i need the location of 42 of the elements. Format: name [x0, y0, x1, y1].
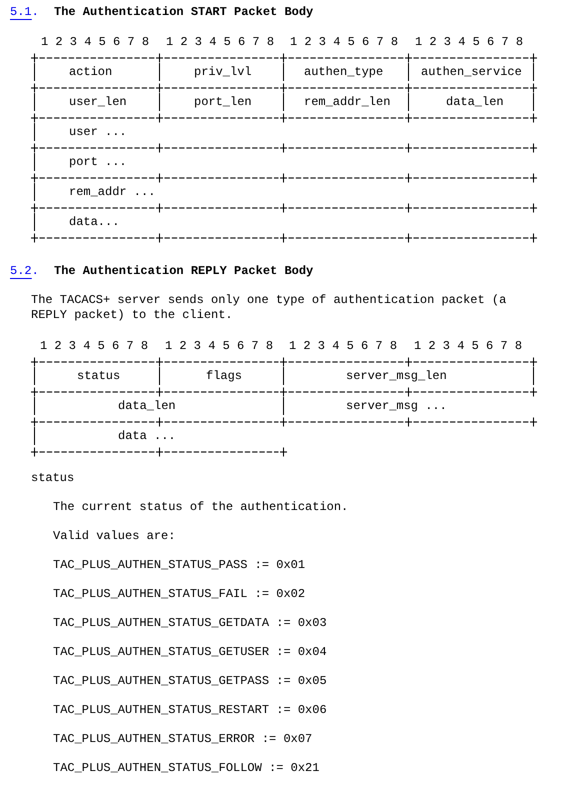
bit-numbers: 1 2 3 4 5 6 7 8 [415, 34, 524, 50]
bit-numbers: 1 2 3 4 5 6 7 8 [414, 338, 522, 354]
packet-field: authen_type [283, 63, 409, 81]
packet-field: data ... [34, 427, 284, 445]
constant-definition: TAC_PLUS_AUTHEN_STATUS_PASS := 0x01 [53, 558, 306, 572]
bit-numbers: 1 2 3 4 5 6 7 8 [165, 338, 274, 354]
bit-numbers: 1 2 3 4 5 6 7 8 [290, 34, 398, 50]
packet-field: action [34, 63, 160, 81]
section-link: 5.2. [10, 264, 39, 278]
packet-field: data_len [34, 397, 284, 415]
bit-numbers: 1 2 3 4 5 6 7 8 [289, 338, 398, 354]
constant-definition: TAC_PLUS_AUTHEN_STATUS_GETUSER := 0x04 [53, 644, 327, 660]
constant-definition: TAC_PLUS_AUTHEN_STATUS_RESTART := 0x06 [53, 702, 327, 718]
constant-definition: TAC_PLUS_AUTHEN_STATUS_FAIL := 0x02 [53, 586, 306, 602]
bit-numbers: 1 2 3 4 5 6 7 8 [41, 34, 150, 50]
constant-definition: TAC_PLUS_AUTHEN_STATUS_ERROR := 0x07 [53, 732, 312, 746]
packet-field: server_msg ... [283, 397, 534, 415]
packet-field: flags [159, 367, 284, 385]
packet-field: authen_service [408, 63, 534, 81]
packet-field: server_msg_len [283, 367, 534, 385]
packet-field: data_len [408, 93, 534, 111]
packet-field: port ... [34, 153, 534, 171]
constant-definition: TAC_PLUS_AUTHEN_STATUS_GETPASS := 0x05 [53, 674, 327, 688]
section-heading: The Authentication REPLY Packet Body [54, 264, 314, 278]
constant-definition: TAC_PLUS_AUTHEN_STATUS_GETDATA := 0x03 [53, 616, 327, 630]
packet-field: rem_addr ... [34, 183, 534, 201]
packet-field: priv_lvl [159, 63, 284, 81]
packet-field: status [34, 367, 160, 385]
definition-text: The current status of the authentication. [53, 500, 348, 514]
packet-field: port_len [159, 93, 284, 111]
packet-field: data... [34, 213, 534, 231]
section-link: 5.1. [10, 4, 39, 20]
packet-field: user_len [34, 93, 160, 111]
section-heading: The Authentication START Packet Body [54, 4, 314, 20]
packet-field: rem_addr_len [283, 93, 409, 111]
body-paragraph: The TACACS+ server sends only one type of authentication packet (a REPLY packet) to the client. [31, 292, 508, 322]
bit-numbers: 1 2 3 4 5 6 7 8 [40, 338, 148, 354]
constant-definition: TAC_PLUS_AUTHEN_STATUS_FOLLOW := 0x21 [53, 760, 320, 776]
definition-term: status [31, 470, 74, 486]
definition-text: Valid values are: [53, 528, 176, 544]
packet-field: user ... [34, 123, 534, 141]
bit-numbers: 1 2 3 4 5 6 7 8 [166, 34, 274, 50]
